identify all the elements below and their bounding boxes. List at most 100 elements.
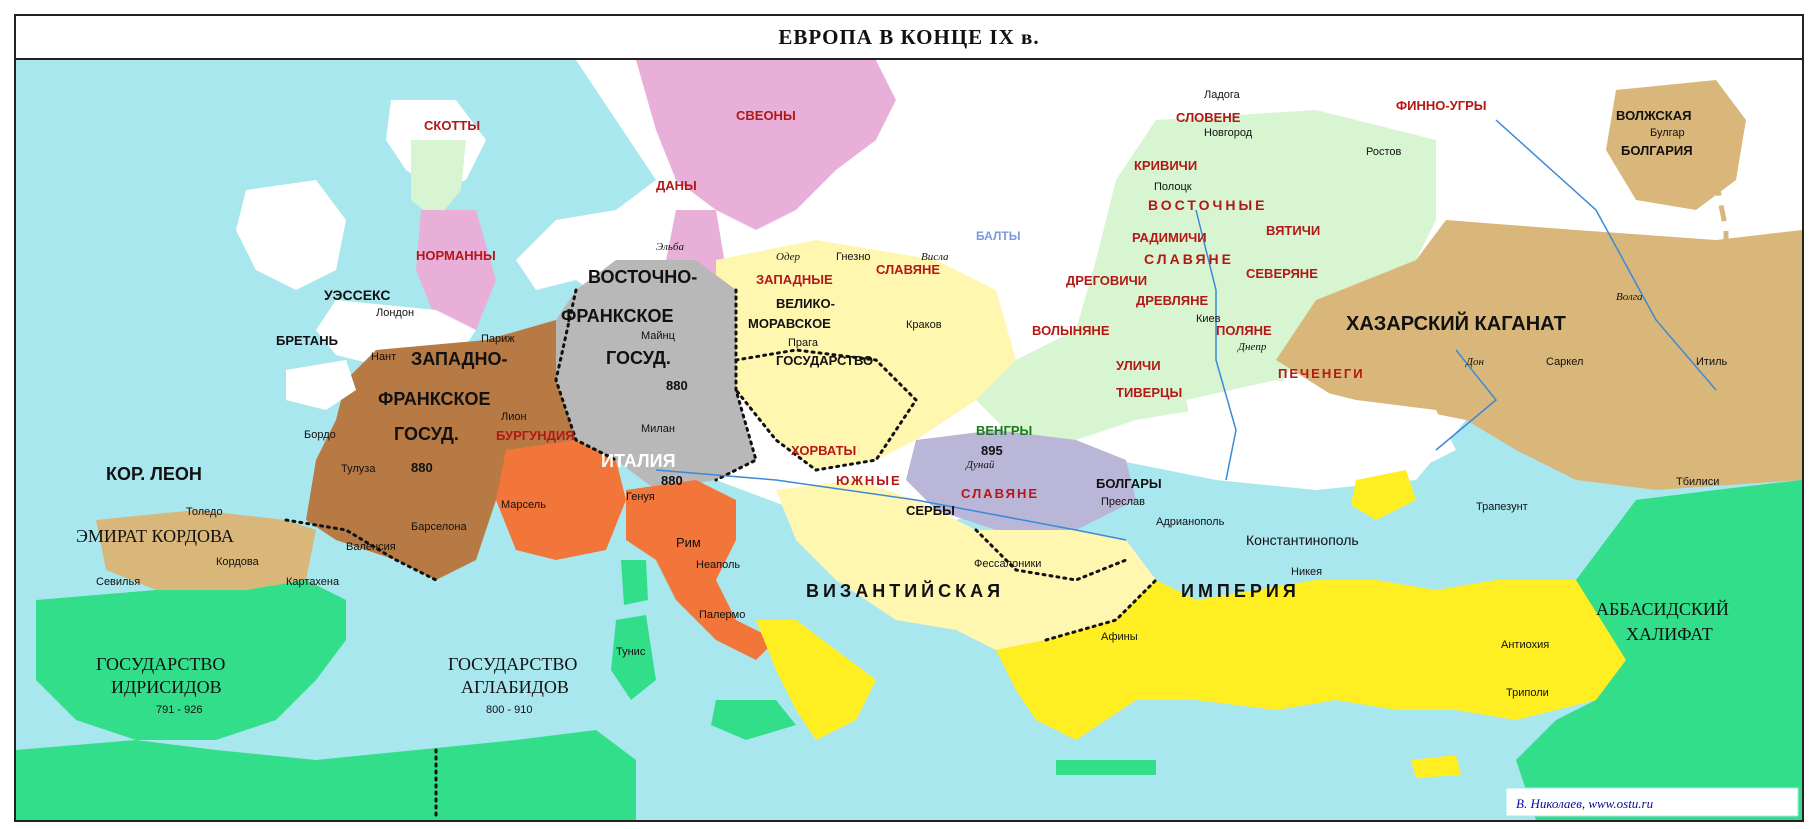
river-dnieper-line [1195,209,1237,481]
label-idrisid-1: ГОСУДАРСТВО [96,654,225,674]
region-khazar [1276,220,1802,490]
region-normanny [416,210,496,330]
city-novgorod: Новгород [1204,127,1253,139]
border-west-frank-south [284,518,438,582]
label-burgundy: БУРГУНДИЯ [496,428,575,443]
label-skotty: СКОТТЫ [424,118,480,133]
city-tripoli: Триполи [1506,687,1549,699]
label-west-slavs-1: ЗАПАДНЫЕ [756,272,833,287]
label-east-frank-3: ГОСУД. [606,348,671,368]
label-finno-ugry: ФИННО-УГРЫ [1396,98,1487,113]
river-danube-line [655,469,1127,541]
region-scandinavia-north [876,60,1026,180]
label-pechenegi: ПЕЧЕНЕГИ [1278,366,1365,381]
label-cordoba: ЭМИРАТ КОРДОВА [76,526,234,546]
river-danube: Дунай [965,459,995,471]
label-severyane: СЕВЕРЯНЕ [1246,266,1318,281]
label-west-slavs-2: СЛАВЯНЕ [876,262,940,277]
label-moravia-1: ВЕЛИКО- [776,296,835,311]
city-tbilisi: Тбилиси [1676,476,1719,488]
region-svyony [636,60,896,230]
label-abbasid-1: АББАСИДСКИЙ [1596,599,1729,619]
label-south-slavs-2: СЛАВЯНЕ [961,486,1039,501]
city-toledo: Толедо [186,506,223,518]
city-seville: Севилья [96,576,140,588]
city-bulgar: Булгар [1650,127,1685,139]
label-balty: БАЛТЫ [976,229,1020,243]
city-rostov: Ростов [1366,146,1402,158]
label-byz-2: ИМПЕРИЯ [1181,581,1300,601]
label-hungarians: ВЕНГРЫ [976,423,1032,438]
city-trebizond: Трапезунт [1476,501,1528,513]
label-dany: ДАНЫ [656,178,697,193]
label-moravia-3: ГОСУДАРСТВО [776,353,873,368]
region-aghlabid [416,730,636,820]
city-bordeaux: Бордо [304,429,336,441]
city-polotsk: Полоцк [1154,181,1192,193]
city-preslav: Преслав [1101,496,1145,508]
river-vistula: Висла [921,251,949,263]
label-south-slavs-1: ЮЖНЫЕ [836,473,902,488]
khazar-dashed-border [1425,179,1729,280]
label-volga-2: БОЛГАРИЯ [1621,143,1693,158]
label-svyony: СВЕОНЫ [736,108,796,123]
rivers [655,119,1717,541]
region-south-italy [756,620,876,740]
island-sardinia [611,615,656,700]
label-volga-1: ВОЛЖСКАЯ [1616,108,1691,123]
island-sicily [711,700,796,740]
label-leon: КОР. ЛЕОН [106,464,202,484]
city-cordoba: Кордова [216,556,260,568]
label-vostochnye: ВОСТОЧНЫЕ [1148,197,1268,213]
river-don-line [1435,349,1498,451]
city-barcelona: Барселона [411,521,467,533]
label-ulichi: УЛИЧИ [1116,358,1161,373]
island-cyprus [1411,755,1461,778]
label-hungarians-year: 895 [981,443,1003,458]
label-drevlyane: ДРЕВЛЯНЕ [1136,293,1209,308]
city-sarkel: Саркел [1546,356,1583,368]
label-radimichi: РАДИМИЧИ [1132,230,1207,245]
city-kiev: Киев [1196,313,1221,325]
region-italy [626,480,776,660]
city-athens: Афины [1101,631,1138,643]
label-aghlabid-1: ГОСУДАРСТВО [448,654,577,674]
region-bretan [286,360,356,410]
label-polyane: ПОЛЯНЕ [1216,323,1272,338]
river-volga: Волга [1616,291,1643,303]
region-east-frank [556,260,756,490]
label-volynyane: ВОЛЫНЯНЕ [1032,323,1110,338]
label-khazar: ХАЗАРСКИЙ КАГАНАТ [1346,311,1566,335]
label-slovene: СЛОВЕНЕ [1176,110,1241,125]
label-abbasid-2: ХАЛИФАТ [1626,624,1713,644]
region-west-slavs [716,240,1016,470]
city-milan: Милан [641,423,675,435]
city-cartagena: Картахена [286,576,340,588]
label-serbs: СЕРБЫ [906,503,955,518]
credit-box [1505,787,1799,817]
river-dnieper: Днепр [1237,341,1267,353]
credit-text: В. Николаев, www.ostu.ru [1516,796,1654,811]
label-slavyane-east: СЛАВЯНЕ [1144,251,1234,267]
river-don: Дон [1465,356,1484,368]
city-rome: Рим [676,535,701,550]
label-moravia-2: МОРАВСКОЕ [748,316,831,331]
label-bretan: БРЕТАНЬ [276,333,338,348]
title-bar: ЕВРОПА В КОНЦЕ IX в. [16,16,1802,60]
city-genoa: Генуя [626,491,655,503]
city-constantinople: Константинополь [1246,532,1359,548]
region-burgundy [496,440,626,560]
map-frame: ЕВРОПА В КОНЦЕ IX в. [14,14,1804,822]
city-ladoga: Ладога [1204,89,1241,101]
city-lyon: Лион [501,411,527,423]
city-palermo: Палермо [699,609,745,621]
city-toulouse: Тулуза [341,463,376,475]
city-paris: Париж [481,333,515,345]
island-corsica [621,560,648,605]
region-south-slavs [776,480,1156,650]
label-croats: ХОРВАТЫ [791,443,856,458]
river-volga-line [1495,119,1717,391]
city-adrianople: Адрианополь [1156,516,1225,528]
city-london: Лондон [376,307,414,319]
region-idrisid [16,740,416,820]
